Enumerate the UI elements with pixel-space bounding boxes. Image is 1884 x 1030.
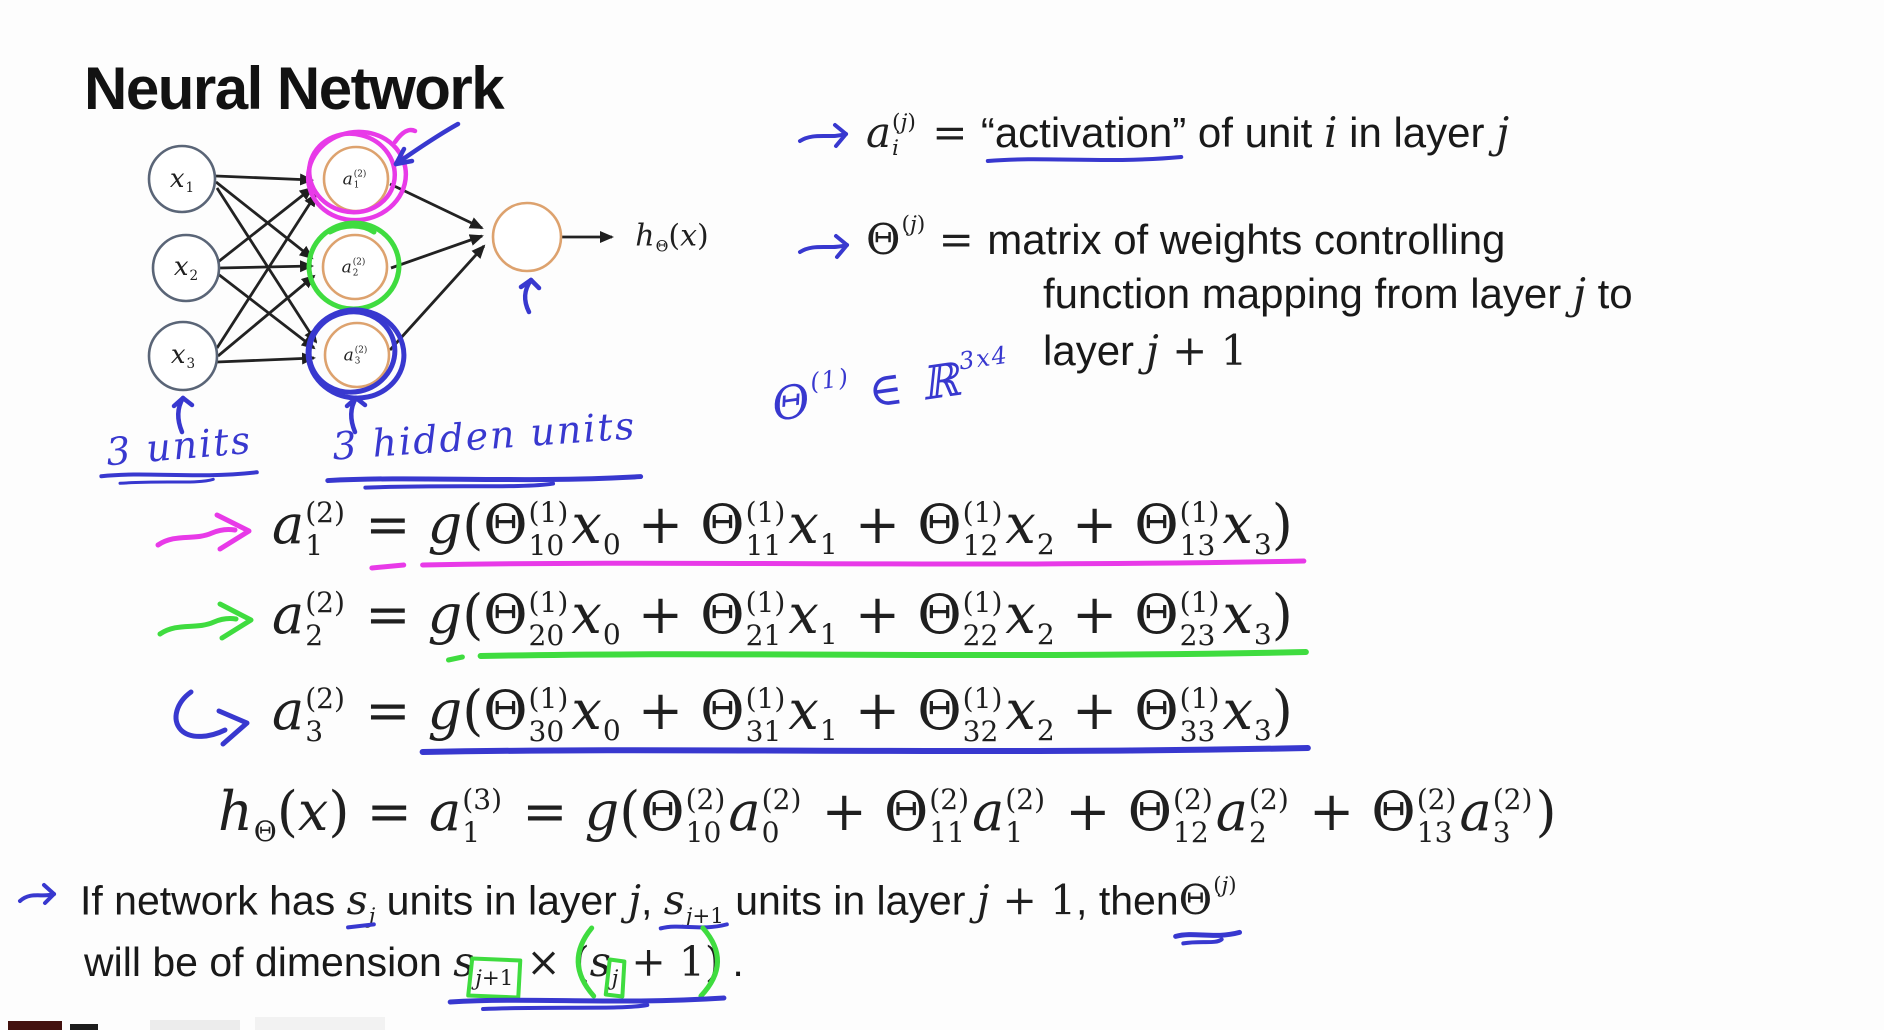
eq3-arrow-icon: [173, 689, 250, 747]
network-edges: [215, 173, 614, 365]
page-title: Neural Network: [84, 55, 505, 122]
def-activation-arrow-icon: [798, 123, 848, 148]
def-theta-arrow-icon: [798, 234, 849, 259]
up-arrow-output-node-icon: [518, 277, 542, 315]
eq1-arrow-icon: [155, 512, 252, 552]
annotation-theta-dimension: Θ(1) ∈ ℝ3x4: [768, 340, 1011, 432]
definition-theta-line3: layer j + 1: [1043, 326, 1248, 375]
footer-arrow-icon: [18, 883, 56, 905]
bottom-edge-artifacts: [8, 1017, 385, 1030]
hidden-node-label-a1: a(2)1: [342, 169, 367, 191]
annotation-3-hidden-units: 3 hidden units: [330, 403, 638, 469]
arrow-to-hidden-unit-icon: [393, 121, 461, 167]
annotation-3-units: 3 units: [104, 417, 254, 475]
input-node-label-x3: x3: [170, 339, 196, 373]
output-node: [491, 201, 563, 273]
definition-theta-line1: Θ(j) = matrix of weights controlling: [866, 212, 1506, 264]
footer-line1: If network has sj units in layer j, sj+1…: [80, 873, 1237, 929]
definition-theta-line2: function mapping from layer j to: [1043, 269, 1633, 318]
footer-line2: will be of dimension sj+1 × (sj + 1) .: [84, 938, 744, 991]
output-label: hΘ(x): [635, 218, 709, 256]
input-node-label-x1: x1: [169, 163, 195, 197]
hidden-node-label-a3: a(2)3: [343, 345, 368, 367]
input-node-label-x2: x2: [173, 251, 199, 285]
hidden-node-label-a2: a(2)2: [341, 257, 366, 279]
definition-activation: a(j)i = “activation” of unit i in layer …: [866, 108, 1510, 161]
eq2-arrow-icon: [157, 601, 254, 641]
